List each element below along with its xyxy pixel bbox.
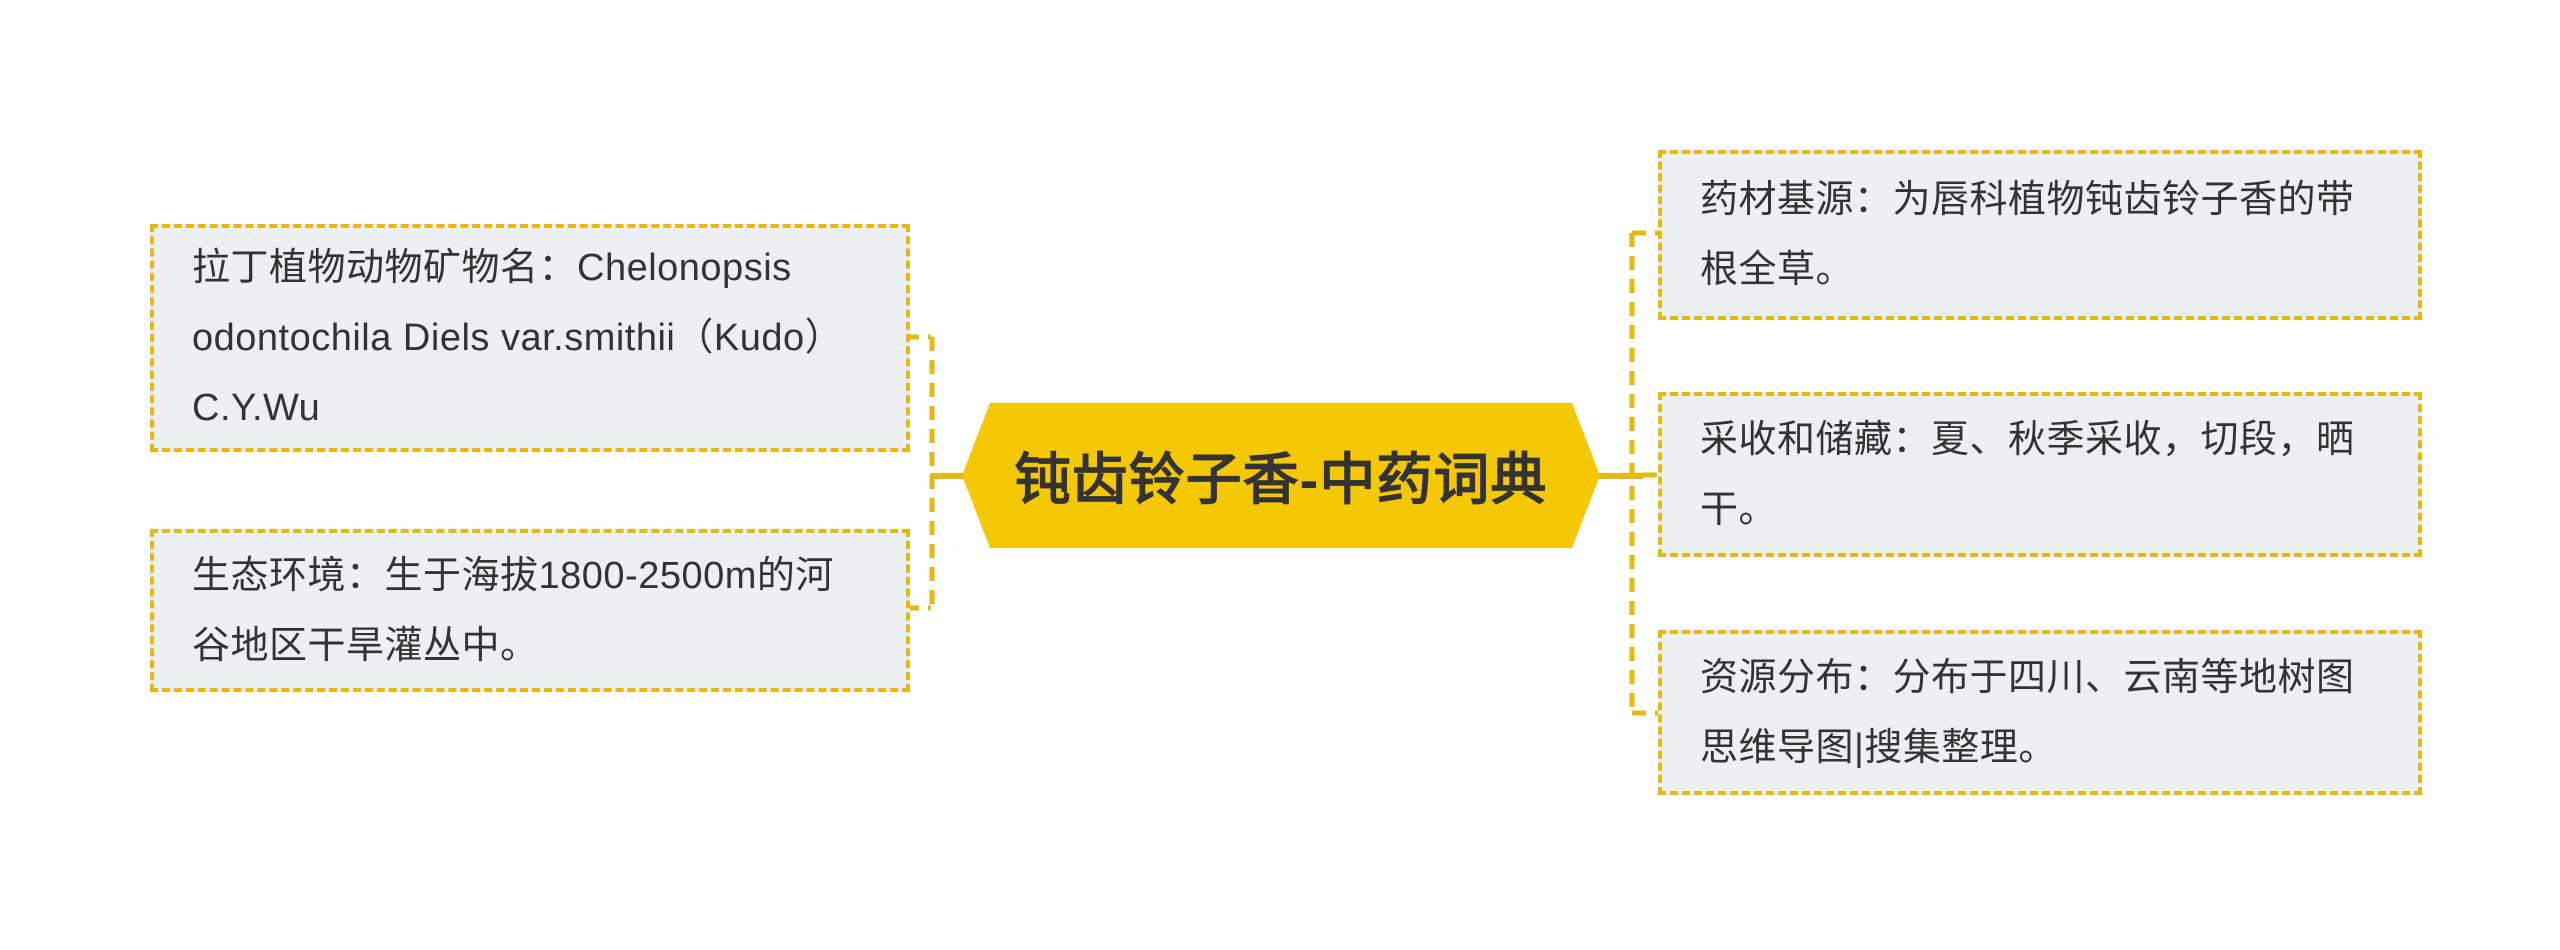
node-source[interactable]: 药材基源：为唇科植物钝齿铃子香的带根全草。 (1658, 150, 2422, 320)
node-harvest-storage[interactable]: 采收和储藏：夏、秋季采收，切段，晒干。 (1658, 392, 2422, 557)
node-distribution[interactable]: 资源分布：分布于四川、云南等地树图思维导图|搜集整理。 (1658, 630, 2422, 795)
node-latin-name[interactable]: 拉丁植物动物矿物名：Chelonopsis odontochila Diels … (150, 224, 910, 452)
root-node[interactable]: 钝齿铃子香-中药词典 (962, 403, 1600, 548)
node-ecology[interactable]: 生态环境：生于海拔1800-2500m的河谷地区干旱灌丛中。 (150, 529, 910, 692)
